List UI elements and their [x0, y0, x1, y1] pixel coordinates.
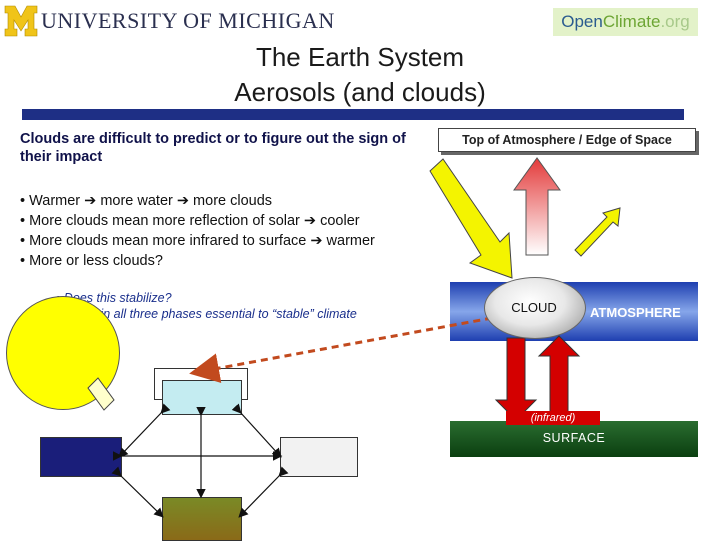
connector-center-right: [231, 403, 282, 458]
university-of-michigan-logo: UNIVERSITY OF MICHIGAN: [4, 4, 335, 38]
cloud-label: CLOUD: [511, 300, 557, 315]
reflected-arrow-icon: [574, 207, 621, 257]
surface-band: [450, 421, 698, 457]
sub-bullet-item: • Water in all three phases essential to…: [56, 307, 357, 321]
system-ocean-box: [40, 437, 122, 477]
bullet-item: • Warmer ➔ more water ➔ more clouds: [20, 193, 273, 209]
system-ice-box: [280, 437, 358, 477]
connector-right-bottom: [238, 466, 289, 518]
block-m-icon: [4, 5, 38, 37]
bullet-item: • More or less clouds?: [20, 253, 163, 269]
top-of-atmosphere-label: Top of Atmosphere / Edge of Space: [438, 128, 696, 152]
openclimate-logo-climate: Climate: [602, 12, 661, 31]
infrared-label: (infrared): [506, 411, 600, 425]
page-title: The Earth System: [255, 42, 465, 72]
page-subtitle: Aerosols (and clouds): [234, 77, 486, 107]
connector-left-bottom: [111, 466, 164, 518]
bullet-item: • More clouds mean more infrared to surf…: [20, 233, 375, 249]
infrared-up-arrow-icon: [537, 335, 581, 419]
university-name: UNIVERSITY OF MICHIGAN: [41, 8, 335, 33]
bullet-item: • More clouds mean more reflection of so…: [20, 213, 360, 229]
dashed-cloud-arrow: [189, 316, 493, 383]
connector-center-left: [118, 403, 171, 458]
atmosphere-label: ATMOSPHERE: [590, 305, 681, 320]
bullet-list: • Warmer ➔ more water ➔ more clouds • Mo…: [20, 191, 375, 271]
sun-ray-arrow: [87, 377, 115, 411]
incoming-solar-arrow-icon: [429, 158, 513, 279]
cloud-icon: [484, 277, 586, 339]
clouds-heading: Clouds are difficult to predict or to fi…: [20, 131, 406, 165]
outgoing-arrow-icon: [513, 157, 561, 256]
infrared-down-arrow-icon: [494, 337, 538, 421]
openclimate-logo-org: .org: [660, 12, 690, 31]
title-divider: [22, 109, 684, 120]
openclimate-logo-open: Open: [561, 12, 603, 31]
surface-label: SURFACE: [542, 431, 606, 445]
